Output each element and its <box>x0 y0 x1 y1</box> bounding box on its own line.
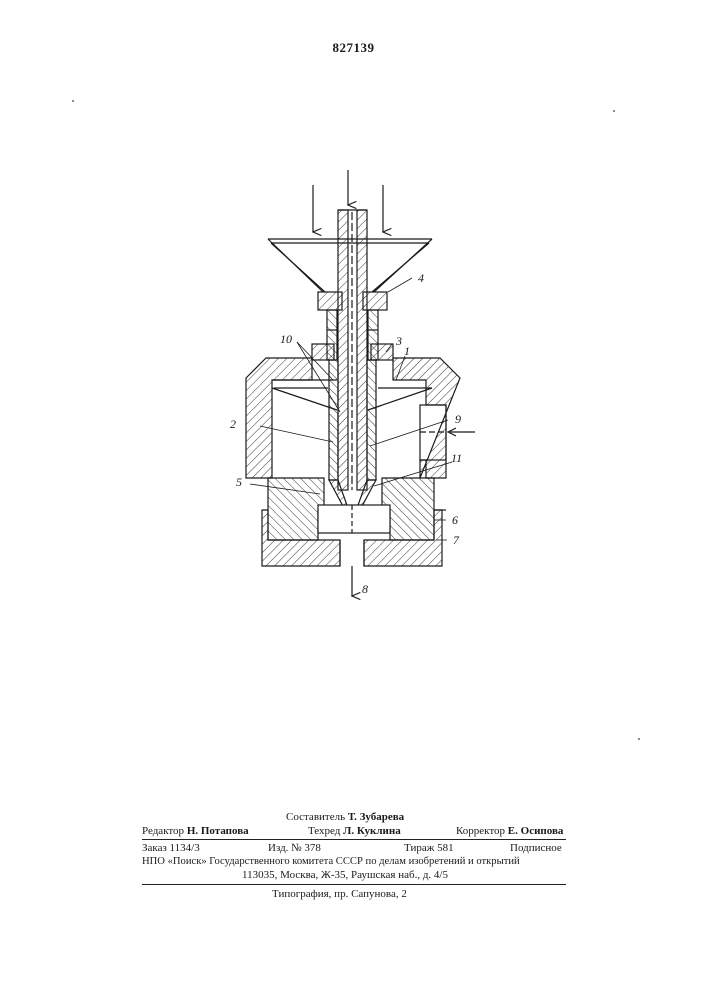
label-4: 4 <box>418 271 424 285</box>
label-11: 11 <box>451 451 462 465</box>
label-7: 7 <box>453 533 460 547</box>
label-8: 8 <box>362 582 368 596</box>
label-2: 2 <box>230 417 236 431</box>
label-1: 1 <box>404 344 410 358</box>
label-10: 10 <box>280 332 292 346</box>
label-9: 9 <box>455 412 461 426</box>
label-3: 3 <box>395 334 402 348</box>
label-6: 6 <box>452 513 458 527</box>
print-speck <box>72 100 74 102</box>
print-speck <box>613 110 615 112</box>
label-5: 5 <box>236 475 242 489</box>
central-tube <box>338 210 367 490</box>
hopper <box>268 239 432 292</box>
print-speck <box>638 738 640 740</box>
